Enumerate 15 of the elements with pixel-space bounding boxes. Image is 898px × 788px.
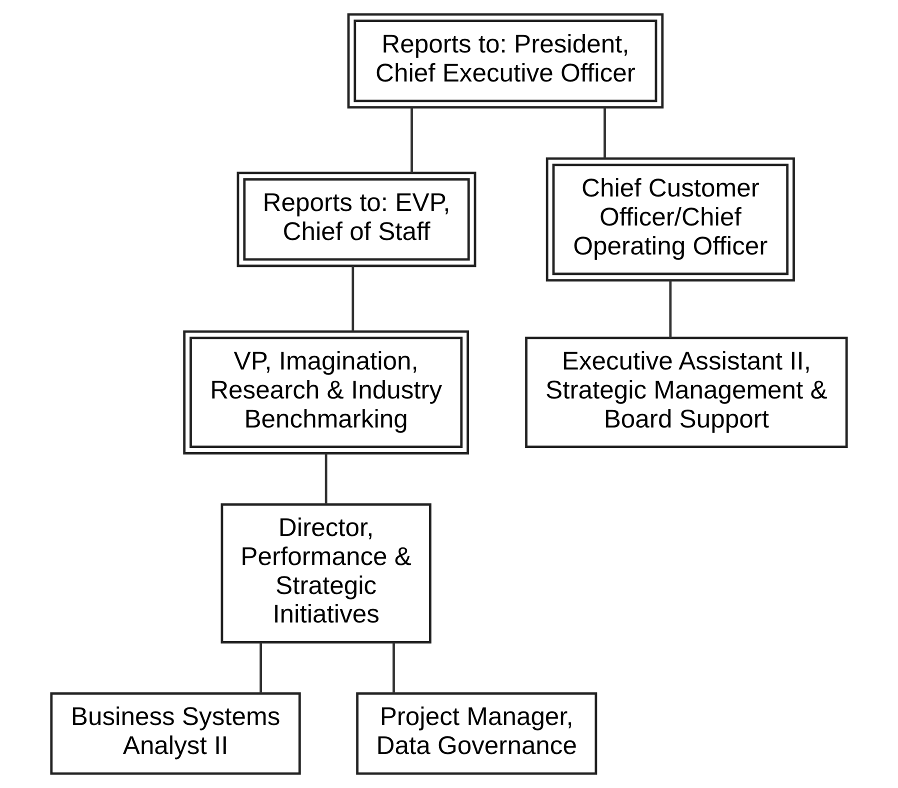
node-box: Executive Assistant II, Strategic Management & Board Support — [525, 336, 848, 448]
connector — [604, 108, 606, 158]
node-box: Reports to: EVP, Chief of Staff — [236, 172, 476, 268]
connector — [392, 642, 395, 694]
node-box: Director, Performance & Strategic Initiatives — [220, 503, 432, 644]
connector — [260, 642, 262, 694]
node-box: Chief Customer Officer/Chief Operating Officer — [546, 157, 795, 282]
node-box: Project Manager, Data Governance — [356, 692, 598, 775]
node-box: Reports to: President, Chief Executive Officer — [347, 13, 664, 109]
connector — [410, 108, 413, 172]
node-box: VP, Imagination, Research & Industry Benchmarking — [183, 330, 470, 454]
connector — [669, 280, 672, 338]
node-box: Business Systems Analyst II — [50, 692, 301, 775]
connector — [352, 266, 354, 332]
connector — [324, 454, 328, 504]
